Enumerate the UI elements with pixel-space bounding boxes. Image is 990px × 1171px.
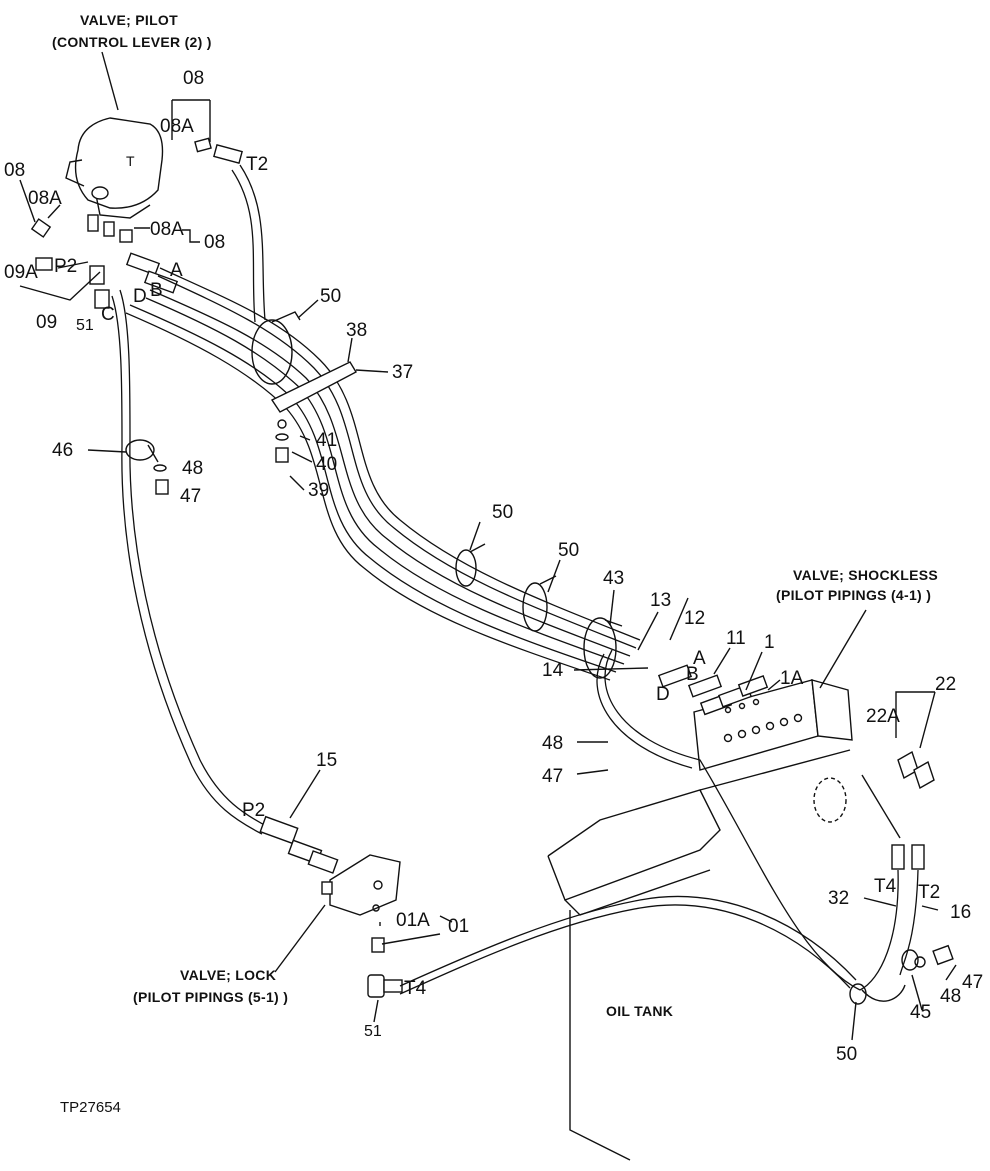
- callout-50-b: 50: [492, 502, 513, 523]
- callout-c-top: C: [101, 304, 115, 325]
- callout-51-bottom: 51: [364, 1023, 382, 1040]
- pilot-valve-fittings: [30, 137, 243, 309]
- callout-t4-right: T4: [874, 876, 897, 897]
- callout-t4-bottom: T4: [404, 978, 427, 999]
- callout-22: 22: [935, 674, 956, 695]
- callout-08-left: 08: [4, 160, 25, 181]
- callout-a-right: A: [693, 648, 706, 669]
- shockless-valve: [657, 664, 853, 771]
- callout-39: 39: [308, 480, 329, 501]
- callout-d-top: D: [133, 286, 147, 307]
- callout-08-top: 08: [183, 68, 204, 89]
- callout-48-left: 48: [182, 458, 203, 479]
- lock-valve: [259, 815, 403, 998]
- hose-clamps: [251, 311, 623, 679]
- callout-09: 09: [36, 312, 57, 333]
- callout-51-top: 51: [76, 317, 94, 334]
- shockless-valve-caption-line2: (PILOT PIPINGS (4-1) ): [776, 587, 931, 603]
- hose-t4: [399, 896, 857, 995]
- callout-38: 38: [346, 320, 367, 341]
- callout-13: 13: [650, 590, 671, 611]
- callout-40: 40: [316, 454, 337, 475]
- callout-32: 32: [828, 888, 849, 909]
- callout-t2-right: T2: [918, 882, 940, 903]
- callout-41: 41: [316, 430, 337, 451]
- callout-p2-bottom: P2: [242, 800, 265, 821]
- callout-08-mid: 08: [204, 232, 225, 253]
- oil-tank: [547, 749, 851, 1161]
- callout-b-top: B: [150, 280, 163, 301]
- shockless-valve-caption-line1: VALVE; SHOCKLESS: [793, 567, 938, 583]
- return-hoses: [859, 750, 954, 1002]
- lock-valve-caption-line2: (PILOT PIPINGS (5-1) ): [133, 989, 288, 1005]
- callout-t-mark: T: [126, 153, 135, 169]
- callout-08a-left: 08A: [28, 188, 62, 209]
- callout-47-mid: 47: [542, 766, 563, 787]
- callout-p2-top: P2: [54, 256, 77, 277]
- callout-15: 15: [316, 750, 337, 771]
- callout-09a: 09A: [4, 262, 38, 283]
- callout-12: 12: [684, 608, 705, 629]
- callout-37: 37: [392, 362, 413, 383]
- callout-50-a: 50: [320, 286, 341, 307]
- callout-01a: 01A: [396, 910, 430, 931]
- callout-08a-top: 08A: [160, 116, 194, 137]
- oil-tank-caption: OIL TANK: [606, 1003, 673, 1019]
- leader-lines: [19, 51, 957, 1041]
- callout-b-right: B: [686, 664, 699, 685]
- callout-48-right: 48: [940, 986, 961, 1007]
- pilot-valve-caption-line1: VALVE; PILOT: [80, 12, 178, 28]
- callout-22a: 22A: [866, 706, 900, 727]
- lock-valve-caption-line1: VALVE; LOCK: [180, 967, 276, 983]
- callout-45: 45: [910, 1002, 931, 1023]
- callout-48-mid: 48: [542, 733, 563, 754]
- callout-d-right: D: [656, 684, 670, 705]
- figure-id: TP27654: [60, 1099, 121, 1116]
- callout-11: 11: [726, 628, 746, 649]
- callout-08a-mid: 08A: [150, 219, 184, 240]
- callout-1: 1: [764, 632, 775, 653]
- callout-47-right: 47: [962, 972, 983, 993]
- callout-a-top: A: [170, 260, 183, 281]
- callout-50-d: 50: [836, 1044, 857, 1065]
- hose-p2: [111, 289, 271, 835]
- hose-bundle: [125, 164, 641, 681]
- callout-14: 14: [542, 660, 564, 681]
- bracket: [270, 361, 357, 463]
- callout-1a: 1A: [780, 668, 804, 689]
- callout-43: 43: [603, 568, 624, 589]
- callout-47-left: 47: [180, 486, 201, 507]
- callout-t2-top: T2: [246, 154, 268, 175]
- callout-01: 01: [448, 916, 469, 937]
- callout-16: 16: [950, 902, 971, 923]
- pilot-valve-caption-line2: (CONTROL LEVER (2) ): [52, 34, 212, 50]
- callout-46: 46: [52, 440, 73, 461]
- pilot-valve-body: [65, 117, 164, 243]
- callout-50-c: 50: [558, 540, 579, 561]
